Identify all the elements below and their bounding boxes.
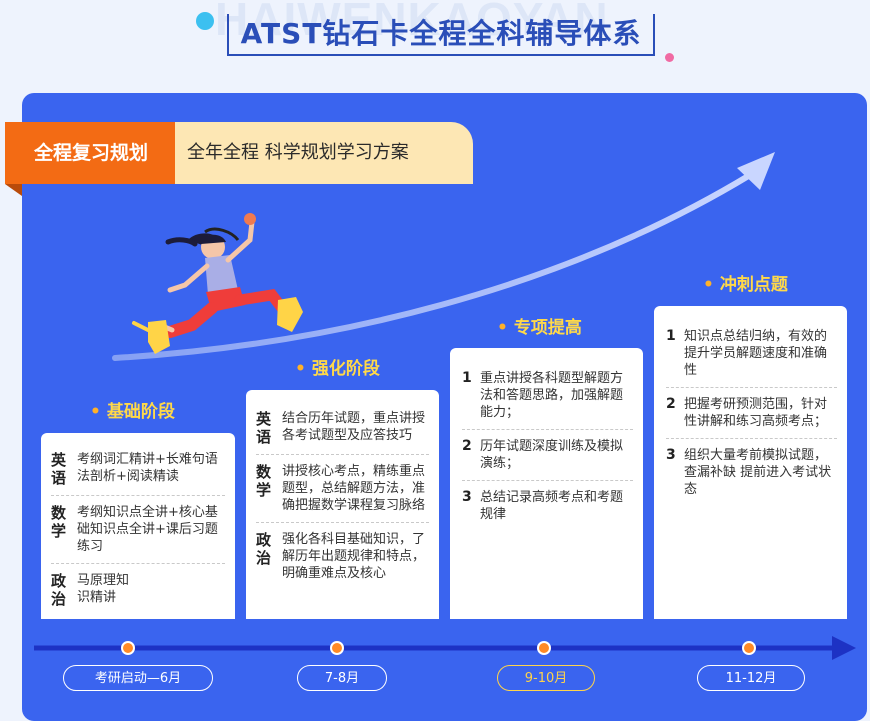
subject-row: 英语 考纲词汇精讲+长难句语法剖析+阅读精读 xyxy=(51,443,225,496)
stage-card-intensive: 英语 结合历年试题，重点讲授各考试题型及应答技巧 数学 讲授核心考点，精练重点题… xyxy=(246,390,439,619)
subject-text: 结合历年试题，重点讲授各考试题型及应答技巧 xyxy=(282,411,426,443)
item-number: 1 xyxy=(666,328,676,344)
numbered-row: 1 知识点总结归纳，有效的提升学员解题速度和准确性 xyxy=(666,318,837,388)
subject-label: 政治 xyxy=(256,531,272,567)
banner-fold xyxy=(5,184,22,196)
title-frame: ATST钻石卡全程全科辅导体系 xyxy=(227,14,655,56)
banner-label: 全程复习规划 xyxy=(5,122,177,184)
subject-text: 考纲知识点全讲+核心基础知识点全讲+课后习题练习 xyxy=(77,505,218,554)
stage-card-special: 1 重点讲授各科题型解题方法和答题思路，加强解题能力； 2 历年试题深度训练及模… xyxy=(450,348,643,619)
item-number: 3 xyxy=(666,447,676,463)
numbered-row: 3 组织大量考前模拟试题，查漏补缺 提前进入考试状态 xyxy=(666,439,837,506)
item-text: 总结记录高频考点和考题规律 xyxy=(480,490,624,522)
numbered-row: 3 总结记录高频考点和考题规律 xyxy=(462,481,633,531)
subject-row: 数学 讲授核心考点，精练重点题型，总结解题方法，准确把握数学课程复习脉络 xyxy=(256,455,429,523)
item-number: 2 xyxy=(462,438,472,454)
item-number: 2 xyxy=(666,396,676,412)
timeline-label-start: 考研启动—6月 xyxy=(63,665,213,691)
numbered-row: 2 把握考研预测范围，针对性讲解和练习高频考点； xyxy=(666,388,837,439)
item-number: 1 xyxy=(462,370,472,386)
timeline-label-jul-aug: 7-8月 xyxy=(297,665,387,691)
watermark: HAIWENKAOYAN xyxy=(215,0,609,45)
decor-dot-blue xyxy=(196,12,214,30)
stage-title-special: •专项提高 xyxy=(497,318,582,338)
subject-label: 英语 xyxy=(256,410,272,446)
decor-dot-pink xyxy=(665,53,674,62)
subject-row: 政治 强化各科目基础知识，了解历年出题规律和特点，明确重难点及核心 xyxy=(256,523,429,586)
subject-label: 数学 xyxy=(256,463,272,499)
stage-title-foundation: •基础阶段 xyxy=(90,402,175,422)
banner-subtitle: 全年全程 科学规划学习方案 xyxy=(175,122,473,184)
numbered-row: 1 重点讲授各科题型解题方法和答题思路，加强解题能力； xyxy=(462,360,633,430)
item-text: 知识点总结归纳，有效的提升学员解题速度和准确性 xyxy=(684,329,828,378)
subject-text: 马原理知识精讲 xyxy=(77,573,130,605)
subject-text: 强化各科目基础知识，了解历年出题规律和特点，明确重难点及核心 xyxy=(282,532,426,581)
item-text: 组织大量考前模拟试题，查漏补缺 提前进入考试状态 xyxy=(684,448,832,497)
numbered-row: 2 历年试题深度训练及模拟演练； xyxy=(462,430,633,481)
item-number: 3 xyxy=(462,489,472,505)
subject-label: 政治 xyxy=(51,572,67,608)
item-text: 历年试题深度训练及模拟演练； xyxy=(480,439,624,471)
subject-row: 数学 考纲知识点全讲+核心基础知识点全讲+课后习题练习 xyxy=(51,496,225,564)
subject-row: 英语 结合历年试题，重点讲授各考试题型及应答技巧 xyxy=(256,400,429,455)
stage-title-sprint: •冲刺点题 xyxy=(703,275,788,295)
subject-label: 英语 xyxy=(51,451,67,487)
subject-text: 讲授核心考点，精练重点题型，总结解题方法，准确把握数学课程复习脉络 xyxy=(282,464,426,513)
stage-card-foundation: 英语 考纲词汇精讲+长难句语法剖析+阅读精读 数学 考纲知识点全讲+核心基础知识… xyxy=(41,433,235,619)
stage-card-sprint: 1 知识点总结归纳，有效的提升学员解题速度和准确性 2 把握考研预测范围，针对性… xyxy=(654,306,847,619)
item-text: 重点讲授各科题型解题方法和答题思路，加强解题能力； xyxy=(480,371,624,420)
stage-title-intensive: •强化阶段 xyxy=(295,359,380,379)
item-text: 把握考研预测范围，针对性讲解和练习高频考点； xyxy=(684,397,828,429)
page-title: ATST钻石卡全程全科辅导体系 xyxy=(240,17,642,50)
timeline-label-nov-dec: 11-12月 xyxy=(697,665,805,691)
subject-label: 数学 xyxy=(51,504,67,540)
timeline-label-sep-oct: 9-10月 xyxy=(497,665,595,691)
subject-text: 考纲词汇精讲+长难句语法剖析+阅读精读 xyxy=(77,452,218,484)
subject-row: 政治 马原理知识精讲 xyxy=(51,564,225,612)
